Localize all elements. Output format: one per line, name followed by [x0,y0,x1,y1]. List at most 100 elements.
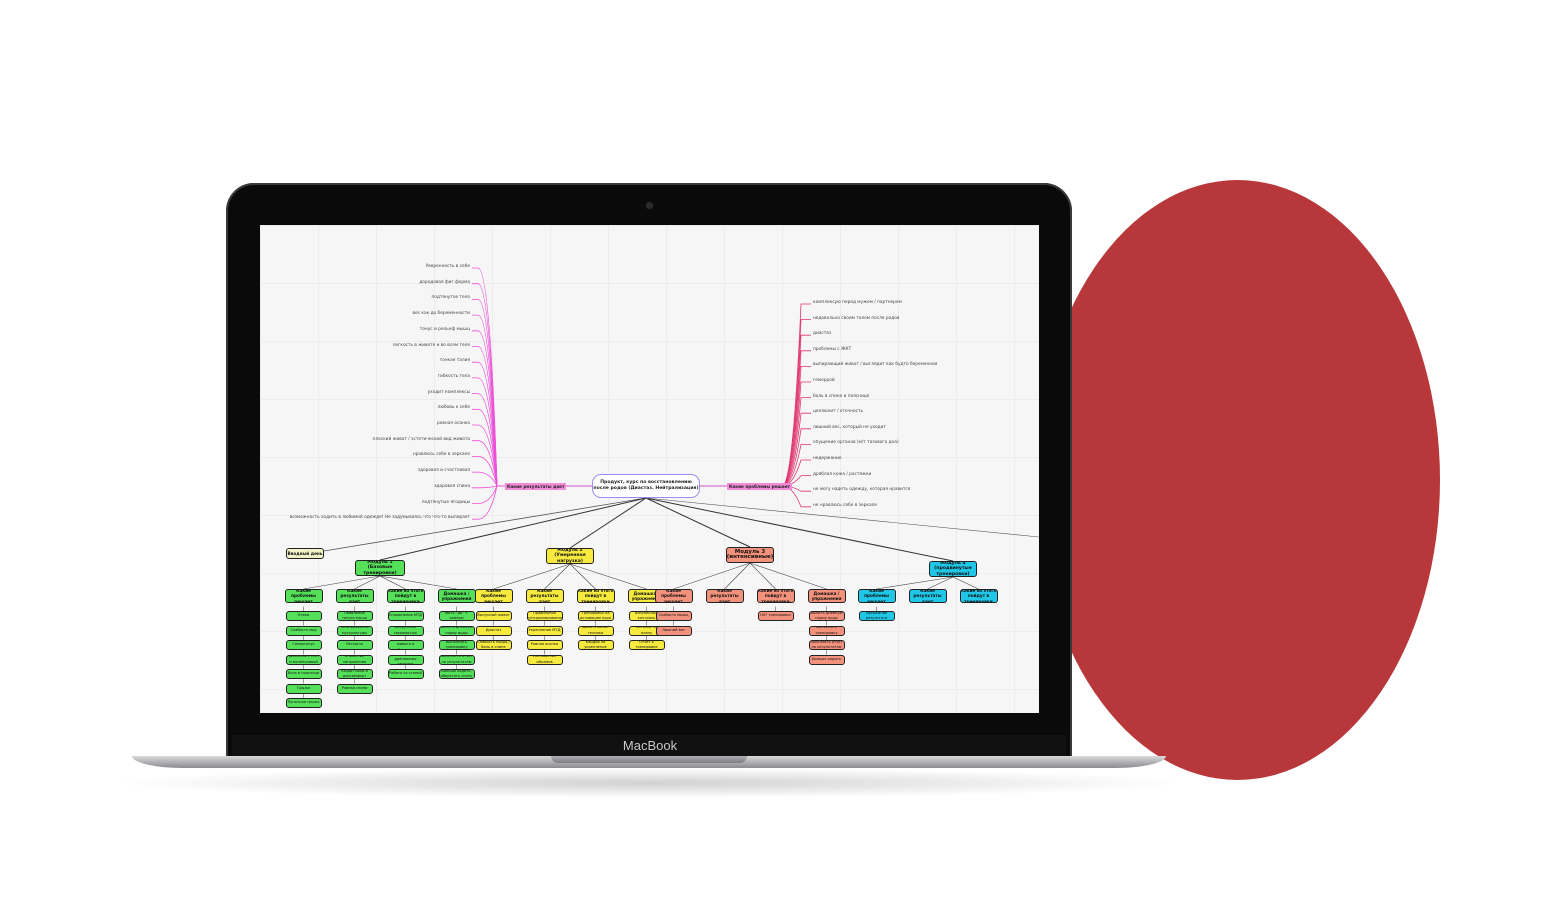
module-item-node[interactable]: Грыжи [285,683,322,694]
module-sub-node[interactable]: Какие результаты дает [525,589,564,603]
right-leaf-item: недовольна своим телом после родов [813,315,900,321]
webcam-icon [646,202,653,209]
left-leaf-item: тонкая талия [439,358,470,364]
module-item-node[interactable]: Удержание результата [858,611,895,621]
module-item-node[interactable]: Вакуумно-дренажные техники [387,654,424,665]
module-item-node[interactable]: Слабость мышц / боль в спине [475,640,512,650]
laptop-screen: Продукт, курс по восстановлению после ро… [260,225,1039,713]
right-leaf-item: целлюлит / отечность [813,409,864,415]
left-leaf-item: ровная осанка [437,421,470,426]
module-item-node[interactable]: Уходят боли и дискомфорт [336,669,373,679]
module-item-node[interactable]: HIIT тренировки [757,611,794,621]
intro-node[interactable]: Вводный день [286,548,324,559]
left-leaf-item: Уверенность в себе [425,264,470,269]
module-node[interactable]: Модуль 3 (интенсивные) [726,547,774,563]
right-leaf-item: не нравлюсь себе в зеркале [813,502,877,508]
right-leaf-item: лишний вес, который не уходит [813,424,886,430]
module-sub-node[interactable]: Какие проблемы решает [474,589,513,603]
module-sub-node[interactable]: Домашка / упражнения [807,589,846,603]
module-item-node[interactable]: Отчет о тренировке [628,640,665,650]
left-leaf-item: любовь к себе [437,405,470,411]
left-leaf-item: подтянутое тело [431,295,470,301]
module-item-node[interactable]: Самомассаж живота и мобилизация [387,640,424,650]
module-item-node[interactable]: Гипертонус [285,640,322,650]
module-item-node[interactable]: Боль в пояснице [285,669,322,679]
right-leaf-item: недержание [813,456,842,461]
module-item-node[interactable]: Ровная осанка [526,640,563,650]
module-item-node[interactable]: Отеки [285,611,322,621]
module-item-node[interactable]: Лишний вес [655,625,692,636]
module-item-node[interactable]: Проблемы с ЖКТ и мочеполовой [285,654,322,665]
module-sub-node[interactable]: Какие проблемы решает [284,589,323,603]
module-item-node[interactable]: Дыхательные техники [577,625,614,636]
left-leaf-item: уходит комплексы [427,389,470,395]
module-item-node[interactable]: Правильное функционирование [526,611,563,621]
root-node[interactable]: Продукт, курс по восстановлению после ро… [592,474,700,498]
module-sub-node[interactable]: Какие из этого пойдут в тренировки [386,589,425,603]
module-item-node[interactable]: Выполнить тренировку [808,625,845,636]
module-item-node[interactable]: Выпуклый живот [475,611,512,621]
left-leaf-item: дородовая фиг.форма [419,279,470,285]
right-leaf-item: выпирающий живот / выглядит как будто бе… [813,362,938,368]
right-leaf-item: дряблая кожа / растяжки [813,471,872,477]
module-item-node[interactable]: Больше ходить, оберегать спину [438,669,475,679]
module-item-node[interactable]: Укрепление МТД [526,625,563,636]
right-leaf-item: опущение органов (м/т тазового дна) [813,440,899,446]
right-hub-node[interactable]: Какие проблемы решает [727,483,792,490]
right-leaf-item: боль в спине и пояснице [813,393,870,399]
module-item-node[interactable]: Выпить дневную норму воды [808,611,845,621]
module-sub-node[interactable]: Какие результаты дает [335,589,374,603]
module-sub-node[interactable]: Какие результаты дает [908,589,947,603]
module-item-node[interactable]: Тренировки на активацию кора [577,611,614,621]
left-leaf-item: легкость в животе и во всем теле [392,342,470,348]
laptop-chin [232,735,1066,759]
left-leaf-item: плоский живот / эстетический вид живота [372,436,470,442]
module-item-node[interactable]: Снижение напряжения [336,654,373,665]
module-node[interactable]: Модуль 2 (Умеренная нагрузка) [546,548,594,564]
mindmap-connectors [303,267,1039,698]
module-item-node[interactable]: Слабость мкд [285,625,322,636]
right-leaf-item: проблемы с ЖКТ [813,346,852,352]
module-sub-node[interactable]: Какие результаты дает [705,589,744,603]
module-item-node[interactable]: Слабость мышц [655,611,692,621]
module-item-node[interactable]: Ровная спина [336,683,373,694]
module-item-node[interactable]: Пупочная грыжа [285,698,322,708]
module-item-node[interactable]: Выполнить тренировку [438,640,475,650]
module-item-node[interactable]: Выпить дневную норму воды [438,625,475,636]
left-leaf-item: здоровая спина [434,483,470,489]
module-node[interactable]: Модуль 4 (продвинутые тренировки) [929,561,977,577]
right-leaf-item: геморрой [813,378,835,383]
decorative-red-circle [1035,180,1440,780]
left-leaf-item: гибкость тела [437,373,470,379]
left-leaf-item: здоровая и счастливая [417,468,470,474]
module-sub-node[interactable]: Какие проблемы решает [857,589,896,603]
module-item-node[interactable]: Больше ходить [808,654,845,665]
laptop-brand-label: MacBook [622,738,678,753]
module-item-node[interactable]: Вакуумный самомассаж [387,625,424,636]
left-leaf-item: нравлюсь себе в зеркале [412,452,470,458]
module-node[interactable]: Модуль 1 (Базовые тренировки) [355,560,405,576]
left-hub-node[interactable]: Какие результаты дает [505,483,567,490]
module-item-node[interactable]: Кардио на укрепление [577,640,614,650]
module-item-node[interactable]: Работа со стопой [387,669,424,679]
module-sub-node[interactable]: Какие проблемы решает [654,589,693,603]
module-item-node[interactable]: Уменьшение объемов [526,654,563,665]
right-leaf-item: комплексую перед мужем / партнером [813,300,902,305]
module-item-node[interactable]: Фото "до" + замеры [438,611,475,621]
left-leaf-item: подтянутые ягодицы [421,499,470,505]
module-item-node[interactable]: Заполнить отчет по результатам [808,640,845,650]
laptop-shadow [110,768,1190,798]
module-item-node[interactable]: Заполнить отчет по результатам [438,654,475,665]
module-item-node[interactable]: Появление тонуса мышц [336,611,373,621]
left-leaf-item: возможность ходить в любимой одеждe! Не … [289,515,470,521]
module-sub-node[interactable]: Какие из этого пойдут в тренировки [576,589,615,603]
module-sub-node[interactable]: Домашка / упражнения [437,589,476,603]
module-sub-node[interactable]: Какие из этого пойдут в тренировки [959,589,998,603]
laptop-hinge-notch [551,756,747,763]
module-item-node[interactable]: Легкость [336,640,373,650]
left-leaf-item: вес как до беременности [412,311,470,317]
module-item-node[interactable]: Диастаз [475,625,512,636]
module-item-node[interactable]: Тонизирование мускулатуры [336,625,373,636]
module-sub-node[interactable]: Какие из этого пойдут в тренировки [756,589,795,603]
module-item-node[interactable]: Упражнения МТД [387,611,424,621]
